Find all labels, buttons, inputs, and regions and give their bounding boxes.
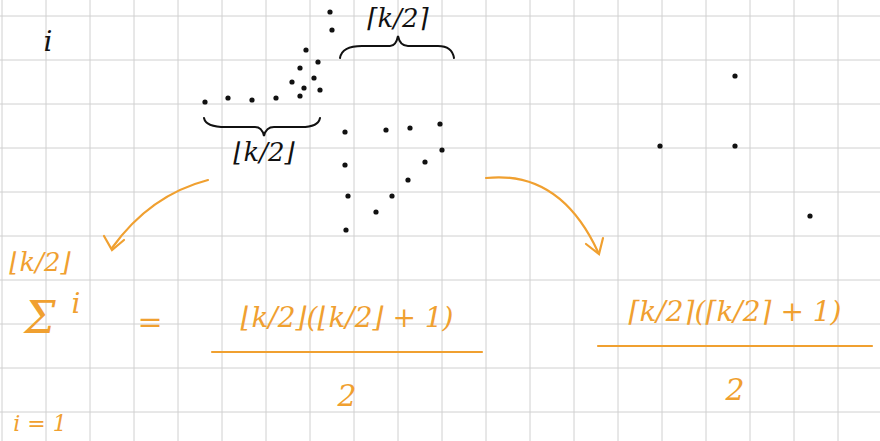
dot (342, 129, 347, 134)
brace (204, 118, 320, 136)
dot (273, 95, 278, 100)
arrow (486, 177, 598, 252)
equals-sign: = (137, 307, 162, 337)
braces (204, 36, 454, 136)
dot (315, 59, 320, 64)
dot (343, 227, 348, 232)
dot (342, 162, 347, 167)
dot (202, 99, 207, 104)
dot (345, 193, 350, 198)
dot (289, 79, 294, 84)
numerator: ⌈k/2⌉(⌈k/2⌉ + 1) (628, 298, 841, 326)
dot (303, 47, 308, 52)
sum-term: i (72, 290, 81, 318)
dot (383, 127, 388, 132)
dot (317, 87, 322, 92)
floor-label: ⌊k/2⌋ (233, 139, 294, 165)
brace (340, 36, 454, 58)
index-letter: i (44, 28, 53, 56)
dot (329, 27, 334, 32)
fraction-bar (598, 345, 872, 347)
fraction-bar (212, 351, 482, 353)
sum-limit: ⌊k/2⌋ (9, 249, 70, 275)
sum-sign: Σ (24, 296, 55, 340)
dot (439, 147, 444, 152)
dot (732, 143, 737, 148)
arrow-head (104, 236, 124, 250)
sum-start: i = 1 (13, 413, 66, 435)
dot (373, 209, 378, 214)
dot (225, 95, 230, 100)
dot (301, 85, 306, 90)
dot (327, 9, 332, 14)
dot (297, 65, 302, 70)
denominator: 2 (725, 375, 744, 405)
dot (422, 159, 427, 164)
dot-triangles (202, 9, 812, 232)
dot (437, 121, 442, 126)
dot (405, 177, 410, 182)
denominator: 2 (337, 381, 356, 411)
orange-marks (104, 177, 872, 352)
dot (732, 73, 737, 78)
arrow-head (586, 238, 603, 254)
dot (389, 193, 394, 198)
ceiling-label: ⌈k/2⌉ (367, 5, 428, 31)
dot (657, 143, 662, 148)
dot (807, 213, 812, 218)
dot (297, 93, 302, 98)
numerator: ⌊k/2⌋(⌊k/2⌋ + 1) (240, 304, 453, 332)
dot (311, 75, 316, 80)
dot (249, 97, 254, 102)
dot (407, 125, 412, 130)
arrow (112, 180, 208, 248)
